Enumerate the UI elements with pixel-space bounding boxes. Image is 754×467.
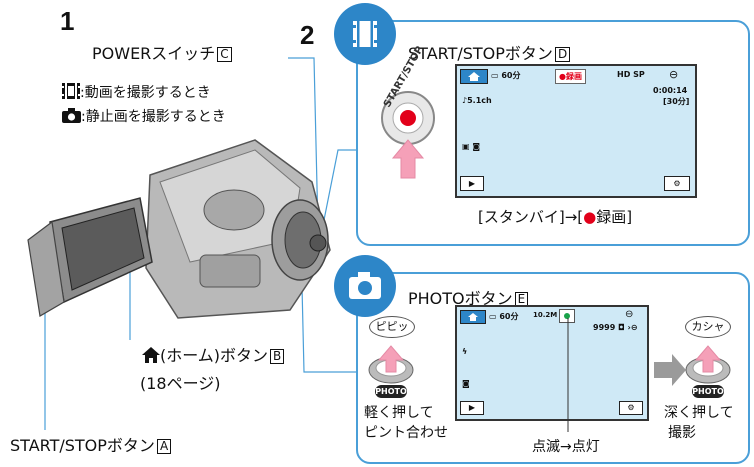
- lcd-face-icon: ▣ ◙: [462, 142, 481, 151]
- lcd-flash-icon: ϟ: [462, 347, 468, 356]
- photo-label-right: PHOTO: [692, 385, 724, 398]
- home-icon: [142, 347, 160, 363]
- lcd-time: 0:00:14: [653, 86, 688, 95]
- half-press-text-1: 軽く押して: [364, 405, 434, 421]
- camera-icon: [62, 108, 81, 123]
- home-icon: [468, 72, 480, 81]
- movie-mode-circle: [334, 3, 396, 65]
- photo-lcd-screen: ▭ 60分 10.2M ⊖ 9999 ◘ ›⊖ ϟ ◙ ▶ ⚙: [455, 305, 649, 421]
- movie-lcd-screen: ▭ 60分 ●録画 HD SP ⊖ 0:00:14 [30分] ♪5.1ch ▣…: [455, 64, 697, 198]
- movie-caption: [スタンバイ]→[●録画]: [478, 208, 633, 226]
- film-icon: [353, 21, 377, 47]
- movie-panel: [356, 20, 750, 246]
- lcd-quality: HD SP: [617, 70, 645, 79]
- rec-dot-icon: ●: [583, 208, 597, 226]
- lcd-home-button[interactable]: [460, 69, 488, 84]
- home-button-badge: B: [270, 349, 285, 364]
- lcd-media-icon: ⊖: [669, 68, 679, 81]
- lcd-remain: [30分]: [663, 97, 690, 106]
- lcd-play-button[interactable]: ▶: [460, 401, 484, 415]
- lcd-option-button[interactable]: ⚙: [619, 401, 643, 415]
- home-page-ref: (18ページ): [140, 374, 221, 393]
- beep-bubble-right: カシャ: [685, 316, 731, 338]
- lcd-face-icon: ◙: [462, 379, 470, 388]
- photo-mode-legend: :静止画を撮影するとき: [62, 106, 226, 126]
- step-2-number: 2: [300, 20, 315, 50]
- lcd-play-button[interactable]: ▶: [460, 176, 484, 191]
- beep-bubble-left: ピピッ: [369, 316, 415, 338]
- lcd-rec-indicator: ●録画: [555, 69, 586, 84]
- photo-label-left: PHOTO: [375, 385, 407, 398]
- full-press-text-1: 深く押して: [664, 405, 734, 421]
- lcd-battery: ▭ 60分: [489, 312, 519, 321]
- blink-caption: 点滅→点灯: [532, 439, 600, 455]
- step-1-number: 1: [60, 6, 75, 36]
- movie-panel-badge: D: [554, 47, 571, 62]
- power-switch-badge: C: [217, 47, 232, 62]
- home-icon: [468, 313, 478, 321]
- lcd-photo-count: 9999 ◘ ›⊖: [593, 323, 638, 332]
- lcd-image-size: 10.2M: [533, 311, 558, 319]
- camera-icon: [349, 272, 381, 299]
- lcd-media-icon: ⊖: [625, 309, 634, 320]
- photo-mode-circle: [334, 255, 396, 317]
- movie-leader-line: [319, 149, 358, 241]
- lcd-battery: ▭ 60分: [491, 71, 521, 80]
- lcd-audio: ♪5.1ch: [462, 96, 492, 105]
- movie-mode-legend: :動画を撮影するとき: [62, 82, 211, 102]
- focus-dot-icon: [564, 313, 570, 319]
- film-icon: [62, 83, 80, 99]
- lcd-home-button[interactable]: [460, 310, 486, 324]
- full-press-text-2: 撮影: [668, 425, 696, 441]
- photo-panel: [356, 272, 750, 464]
- lcd-option-button[interactable]: ⚙: [664, 176, 690, 191]
- start-stop-a-badge: A: [156, 439, 172, 454]
- power-leader-line: [288, 57, 319, 231]
- lcd-focus-indicator: [559, 309, 575, 323]
- half-press-text-2: ピント合わせ: [364, 425, 448, 441]
